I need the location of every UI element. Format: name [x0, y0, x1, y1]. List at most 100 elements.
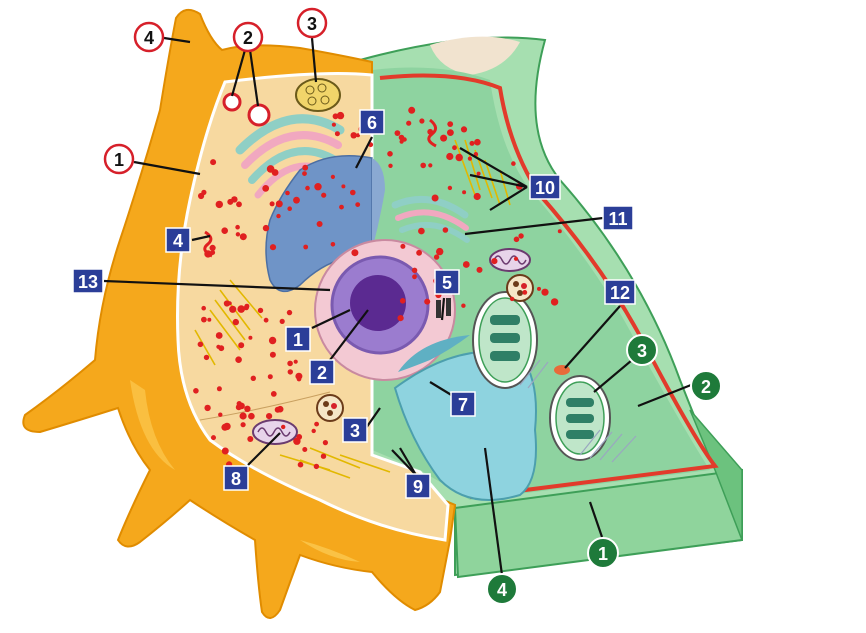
ribosome-dot	[387, 151, 393, 157]
ribosome-dot	[522, 290, 528, 295]
ribosome-dot	[452, 145, 457, 151]
peroxisome-plant	[506, 274, 534, 302]
animal-membrane-highlight	[130, 380, 175, 470]
ribosome-dot	[461, 303, 466, 308]
label-green-circle-3-text: 3	[637, 341, 647, 361]
ribosome-dot	[550, 298, 559, 306]
label-blue-square-6: 6	[359, 109, 385, 135]
ribosome-dot	[287, 360, 293, 367]
ribosome-dot	[447, 129, 454, 137]
ribosome-dot	[269, 244, 277, 251]
ribosome-dot	[303, 244, 309, 250]
ribosome-dot	[287, 206, 293, 211]
ribosome-dot	[268, 336, 277, 345]
ribosome-dot	[316, 221, 323, 227]
ribosome-dot	[240, 422, 246, 428]
ribosome-dot	[331, 122, 336, 127]
ribosome-dot	[302, 447, 308, 452]
label-blue-square-9-text: 9	[413, 477, 423, 497]
label-green-circle-3: 3	[626, 334, 658, 366]
ribosome-dot	[491, 258, 498, 265]
ribosome-dot	[314, 183, 322, 191]
ribosome-dot	[296, 434, 303, 440]
ribosome-dot	[400, 243, 406, 249]
ribosome-dot	[235, 224, 240, 230]
ribosome-dot	[218, 412, 223, 417]
ribosome-dot	[270, 391, 277, 397]
label-red-circle-2: 2	[232, 21, 264, 53]
label-blue-square-5: 5	[434, 269, 460, 295]
centriole-2	[446, 298, 451, 316]
label-blue-square-11-text: 11	[608, 209, 627, 229]
ribosome-dot	[314, 421, 319, 427]
ribosome-dot	[476, 171, 481, 176]
ribosome-dot	[248, 412, 255, 420]
ribosome-dot	[229, 305, 237, 313]
label-blue-square-7: 7	[450, 391, 476, 417]
ribosome-dot	[411, 267, 418, 273]
label-red-circle-2-text: 2	[243, 28, 253, 48]
label-blue-square-10: 10	[529, 174, 561, 200]
ribosome-dot	[320, 453, 327, 459]
ribosome-dot	[474, 138, 481, 146]
ribosome-dot	[239, 233, 247, 241]
label-blue-square-12: 12	[604, 279, 636, 305]
ribosome-dot	[436, 247, 444, 256]
ribosome-dot	[339, 204, 344, 210]
ribosome-dot	[334, 131, 340, 137]
label-blue-square-4-text: 4	[173, 231, 183, 251]
ribosome-dot	[297, 461, 304, 468]
ribosome-dot	[330, 242, 336, 247]
ribosome-dot	[286, 309, 293, 316]
label-blue-square-12-text: 12	[610, 283, 630, 303]
ribosome-dot	[238, 342, 245, 349]
ribosome-dot	[193, 388, 199, 394]
ribosome-dot	[513, 236, 520, 243]
ribosome-dot	[293, 196, 300, 204]
ribosome-dot	[198, 192, 205, 200]
ribosome-dot	[455, 153, 463, 162]
ribosome-dot	[336, 111, 345, 120]
ribosome-dot	[537, 286, 541, 291]
label-blue-square-2-text: 2	[317, 363, 327, 383]
ribosome-dot	[509, 296, 515, 302]
peroxisome-animal	[316, 394, 344, 422]
ribosome-dot	[462, 261, 470, 268]
ribosome-dot	[275, 200, 283, 208]
centriole-1	[436, 300, 441, 318]
label-blue-square-10-text: 10	[535, 178, 555, 198]
label-green-circle-4: 4	[486, 573, 518, 605]
ribosome-dot	[257, 307, 264, 314]
label-red-circle-1: 1	[103, 143, 135, 175]
ribosome-dot	[473, 192, 481, 201]
label-blue-square-2: 2	[309, 359, 335, 385]
ribosome-dot	[216, 344, 221, 349]
ribosome-dot	[201, 316, 207, 323]
ribosomes	[193, 106, 562, 470]
ribosome-dot	[223, 422, 231, 431]
plant-wall-side	[689, 409, 743, 541]
rough-er-plant-side	[372, 158, 385, 250]
ribosome-dot	[236, 401, 242, 407]
label-red-circle-4-text: 4	[144, 28, 154, 48]
label-blue-square-3-text: 3	[350, 421, 360, 441]
ribosome-dot	[204, 404, 211, 412]
label-blue-square-13: 13	[72, 268, 104, 294]
ribosome-dot	[541, 288, 549, 296]
ribosome-dot	[285, 190, 290, 196]
ribosome-dot	[313, 463, 320, 470]
cytoplasm-divider	[199, 391, 331, 421]
ribosome-dot	[250, 375, 256, 381]
leader-lines	[103, 36, 692, 576]
ribosome-dot	[302, 171, 307, 177]
ribosome-dot	[215, 200, 223, 209]
ribosome-dot	[201, 305, 206, 311]
mitochondrion-animal	[252, 419, 298, 445]
vacuole-tonoplast	[398, 335, 470, 372]
label-blue-square-6-text: 6	[367, 113, 377, 133]
ribosome-dot	[399, 139, 404, 144]
ribosome-dot	[440, 134, 448, 142]
ribosome-dot	[447, 121, 454, 127]
ribosome-dot	[433, 254, 440, 260]
